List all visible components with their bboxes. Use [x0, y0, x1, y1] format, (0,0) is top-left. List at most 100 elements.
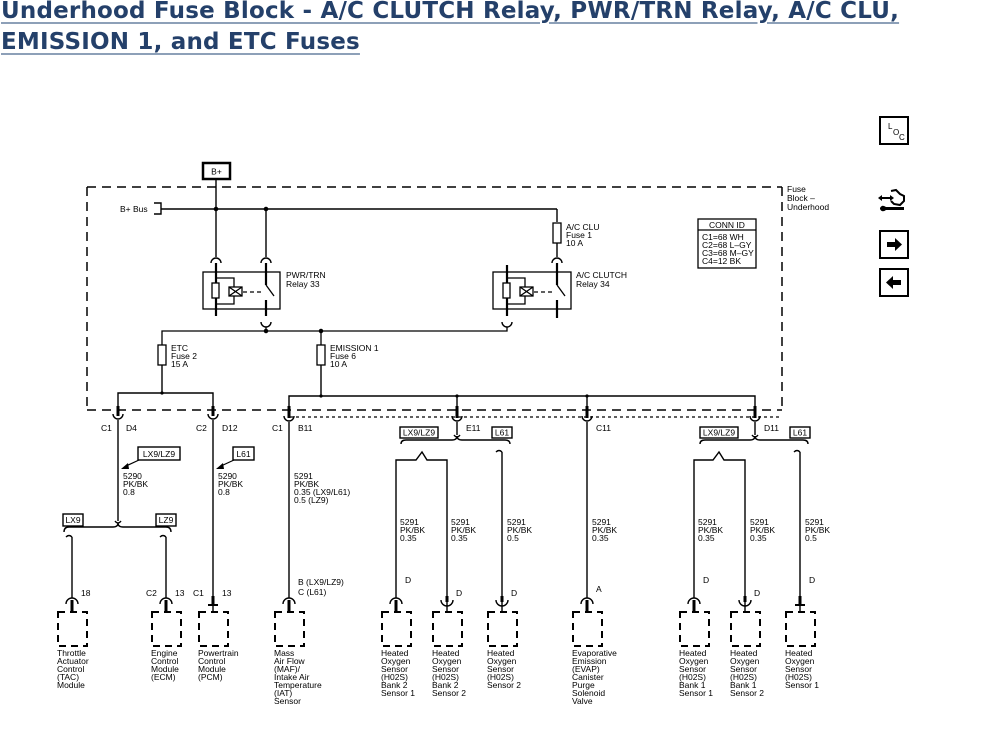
component-name-line: Evaporative	[572, 648, 617, 658]
component-name-line: Sensor 1	[785, 680, 819, 690]
component-name-line: Bank 2	[381, 680, 408, 690]
component-name-line: Oxygen	[487, 656, 517, 666]
page-title-line-1: Underhood Fuse Block - A/C CLUTCH Relay,…	[1, 0, 900, 24]
component-name-line: Sensor	[679, 664, 706, 674]
component-name-line: (IAT)	[274, 688, 292, 698]
fuse-block-connectors	[112, 406, 761, 422]
next-page-button[interactable]	[879, 230, 909, 259]
component-name-line: (MAF)/	[274, 664, 301, 674]
component-name-line: (H02S)	[785, 672, 812, 682]
component-connector	[687, 597, 701, 612]
component-box	[730, 611, 761, 647]
component-name-line: Sensor 2	[432, 688, 466, 698]
fuse-emission-1: EMISSION 1 Fuse 6 10 A	[288, 343, 756, 408]
component-name-line: Sensor	[487, 664, 514, 674]
svg-text:5291: 5291	[750, 517, 769, 527]
component-connector	[159, 597, 173, 612]
component-pin-label: D	[754, 588, 760, 598]
svg-text:0.5: 0.5	[805, 533, 817, 543]
svg-text:10 A: 10 A	[330, 359, 347, 369]
svg-text:0.5: 0.5	[507, 533, 519, 543]
svg-text:PK/BK: PK/BK	[451, 525, 476, 535]
previous-page-button[interactable]	[879, 268, 909, 297]
svg-text:C1=68 WH: C1=68 WH	[702, 232, 744, 242]
prev-arrow-icon	[886, 276, 901, 289]
component-name-line: (H02S)	[679, 672, 706, 682]
fuse-block-boundary	[86, 186, 783, 418]
svg-text:D4: D4	[126, 423, 137, 433]
component-name-line: (ECM)	[151, 672, 176, 682]
component-name-line: Bank 1	[730, 680, 757, 690]
fuse-block-label: Fuse Block – Underhood	[787, 184, 829, 212]
components: 18ThrottleActuatorControl(TAC)Module13C2…	[57, 575, 819, 706]
svg-text:C1: C1	[272, 423, 283, 433]
relay-ac-clutch	[161, 257, 572, 345]
component-name-line: Throttle	[57, 648, 86, 658]
component-connector	[282, 597, 296, 612]
component-pin-label: 18	[81, 588, 91, 598]
component-name-line: Purge	[572, 680, 595, 690]
svg-text:5291: 5291	[451, 517, 470, 527]
svg-text:0.35: 0.35	[698, 533, 715, 543]
component-name-line: Sensor 1	[679, 688, 713, 698]
fuse-ac-clu: A/C CLU Fuse 1 10 A	[552, 222, 600, 257]
component-name-line: Sensor	[274, 696, 301, 706]
svg-text:Fuse 6: Fuse 6	[330, 351, 356, 361]
component-pin-label: 13	[222, 588, 232, 598]
svg-text:L61: L61	[495, 428, 509, 438]
component-name-line: Sensor	[730, 664, 757, 674]
component-name-line: Heated	[487, 648, 515, 658]
svg-text:B11: B11	[298, 423, 313, 433]
component-connector	[440, 596, 454, 612]
component-box	[57, 611, 88, 647]
component-box	[198, 611, 229, 647]
component-pin-label: D	[456, 588, 462, 598]
page-title: Underhood Fuse Block - A/C CLUTCH Relay,…	[1, 0, 899, 58]
svg-text:LX9/LZ9: LX9/LZ9	[143, 449, 175, 459]
component-name-line: Engine	[151, 648, 178, 658]
option-tag-l61-pcm: L61	[216, 446, 255, 469]
component-name-line: Heated	[381, 648, 409, 658]
conn-id-header: CONN ID	[709, 220, 745, 230]
svg-text:5290: 5290	[218, 471, 237, 481]
svg-text:PK/BK: PK/BK	[592, 525, 617, 535]
component-name-line: Heated	[432, 648, 460, 658]
relay-pwr-trn	[202, 257, 281, 331]
component-pin-label: D	[405, 575, 411, 585]
component-name-line: Solenoid	[572, 688, 605, 698]
svg-text:O: O	[893, 128, 899, 137]
svg-text:0.35: 0.35	[592, 533, 609, 543]
component-name-line: Powertrain	[198, 648, 239, 658]
fuse-etc: ETC Fuse 2 15 A	[117, 343, 214, 407]
component-name-line: Oxygen	[432, 656, 462, 666]
component-name-line: Module	[151, 664, 179, 674]
connector-tool-button[interactable]	[876, 188, 912, 224]
component-pin-label: D	[703, 575, 709, 585]
component-name-line: Oxygen	[381, 656, 411, 666]
component-pin-label: A	[596, 584, 602, 594]
component-name-line: (PCM)	[198, 672, 223, 682]
svg-text:LZ9: LZ9	[159, 515, 174, 525]
component-name-line: Intake Air	[274, 672, 310, 682]
component-box	[785, 611, 816, 647]
svg-text:5290: 5290	[123, 471, 142, 481]
component-pin-label: 13	[175, 588, 185, 598]
svg-text:D11: D11	[764, 423, 779, 433]
b-plus-bus-label: B+ Bus	[120, 204, 148, 214]
component-box	[432, 611, 463, 647]
component-7: AEvaporativeEmission(EVAP)CanisterPurgeS…	[572, 584, 617, 706]
component-name-line: Actuator	[57, 656, 89, 666]
component-connector-label: C2	[146, 588, 157, 598]
component-name-line: Sensor	[432, 664, 459, 674]
component-box	[151, 611, 182, 647]
component-name-line: Sensor	[381, 664, 408, 674]
svg-text:PK/BK: PK/BK	[294, 479, 319, 489]
loc-button[interactable]: L O C	[879, 116, 909, 145]
